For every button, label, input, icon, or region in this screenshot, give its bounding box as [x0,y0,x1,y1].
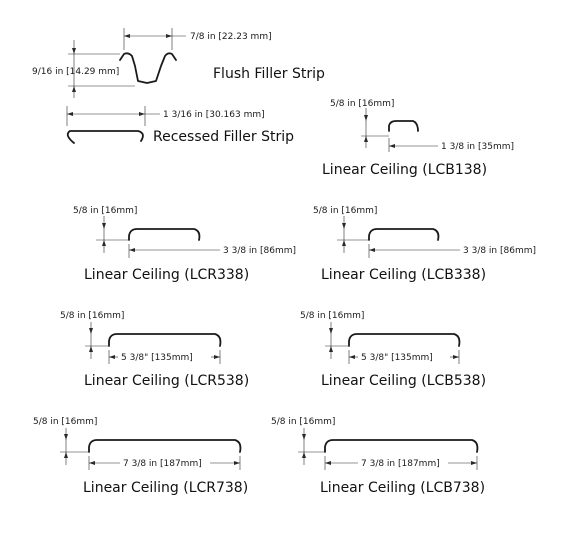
lcb138-width-dim: 1 3/8 in [35mm] [441,142,514,152]
lcr338-width-dim: 3 3/8 in [86mm] [223,246,296,256]
lcb138-profile: 5/8 in [16mm] 1 3/8 in [35mm] Linear Cei… [322,99,514,178]
recessed-name: Recessed Filler Strip [153,129,294,145]
lcr738-profile-shape [88,439,242,453]
lcb338-profile-shape [368,228,440,241]
lcb738-profile-shape [324,439,479,453]
lcr338-name: Linear Ceiling (LCR338) [84,267,249,283]
flush-name: Flush Filler Strip [213,66,325,82]
lcb738-width-dim: 7 3/8 in [187mm] [361,459,440,469]
lcr538-height-dim: 5/8 in [16mm] [60,311,124,321]
lcr538-profile-shape [108,333,222,347]
lcr738-height-dim: 5/8 in [16mm] [33,417,97,427]
lcb538-height-dim: 5/8 in [16mm] [300,311,364,321]
lcb538-name: Linear Ceiling (LCB538) [321,373,486,389]
lcr738-name: Linear Ceiling (LCR738) [83,480,248,496]
lcr338-height-dim: 5/8 in [16mm] [73,206,137,216]
lcr338-profile-shape [128,228,201,241]
lcb138-profile-shape [388,120,419,132]
lcr738-width-dim: 7 3/8 in [187mm] [123,459,202,469]
recessed-filler-strip: 1 3/16 in [30.163 mm] Recessed Filler St… [66,106,294,145]
lcb338-width-dim: 3 3/8 in [86mm] [463,246,536,256]
lcr338-profile: 5/8 in [16mm] 3 3/8 in [86mm] Linear Cei… [73,206,296,283]
lcb138-name: Linear Ceiling (LCB138) [322,162,487,178]
flush-width-dim: 7/8 in [22.23 mm] [190,32,272,42]
lcb138-height-dim: 5/8 in [16mm] [330,99,394,109]
flush-height-dim: 9/16 in [14.29 mm] [32,67,119,77]
lcb338-profile: 5/8 in [16mm] 3 3/8 in [86mm] Linear Cei… [313,206,536,283]
lcr538-profile: 5/8 in [16mm] 5 3/8" [135mm] Linear Ceil… [60,311,249,389]
lcr538-name: Linear Ceiling (LCR538) [84,373,249,389]
lcb738-profile: 5/8 in [16mm] 7 3/8 in [187mm] Linear Ce… [271,417,485,496]
lcb538-width-dim: 5 3/8" [135mm] [361,353,433,363]
recessed-profile-shape [66,130,144,144]
flush-filler-strip: 7/8 in [22.23 mm] 9/16 in [14.29 mm] Flu… [32,28,325,98]
lcb738-name: Linear Ceiling (LCB738) [320,480,485,496]
lcb738-height-dim: 5/8 in [16mm] [271,417,335,427]
lcb338-height-dim: 5/8 in [16mm] [313,206,377,216]
lcr738-profile: 5/8 in [16mm] 7 3/8 in [187mm] Linear Ce… [33,417,248,496]
recessed-width-dim: 1 3/16 in [30.163 mm] [163,110,265,120]
lcr538-width-dim: 5 3/8" [135mm] [121,353,193,363]
flush-profile-shape [119,52,177,84]
lcb338-name: Linear Ceiling (LCB338) [321,267,486,283]
lcb538-profile-shape [348,333,461,347]
lcb538-profile: 5/8 in [16mm] 5 3/8" [135mm] Linear Ceil… [300,311,486,389]
